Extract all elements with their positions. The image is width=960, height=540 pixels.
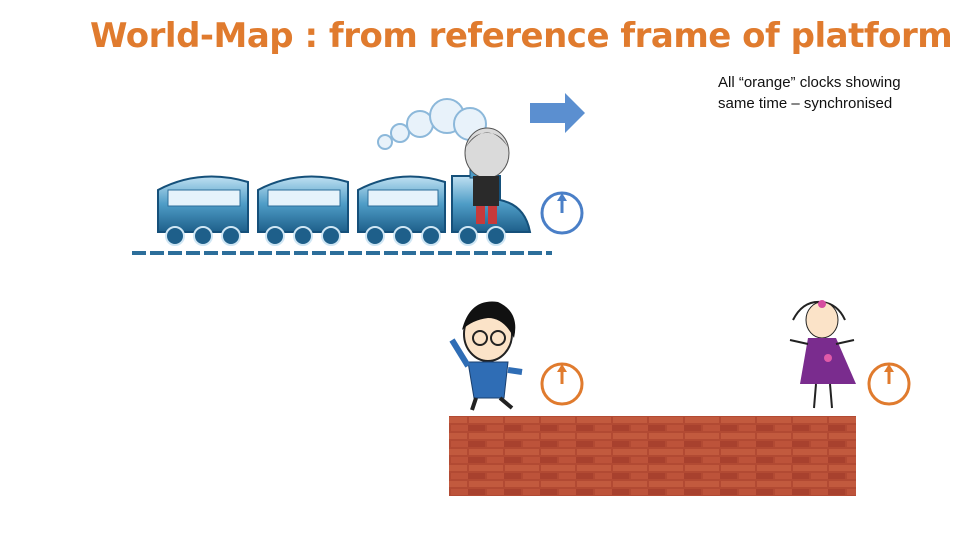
platform-observer-girl: [790, 300, 856, 408]
brick-platform: [449, 416, 856, 496]
platform-observer-man: [452, 302, 522, 410]
platform-clock-left: [542, 364, 582, 404]
platform-clock-right: [869, 364, 909, 404]
train-car-3: [358, 177, 445, 232]
train-car-2: [258, 177, 348, 232]
right-arrow-icon: [530, 93, 585, 133]
train-car-1: [158, 177, 248, 232]
train-clock: [542, 193, 582, 233]
